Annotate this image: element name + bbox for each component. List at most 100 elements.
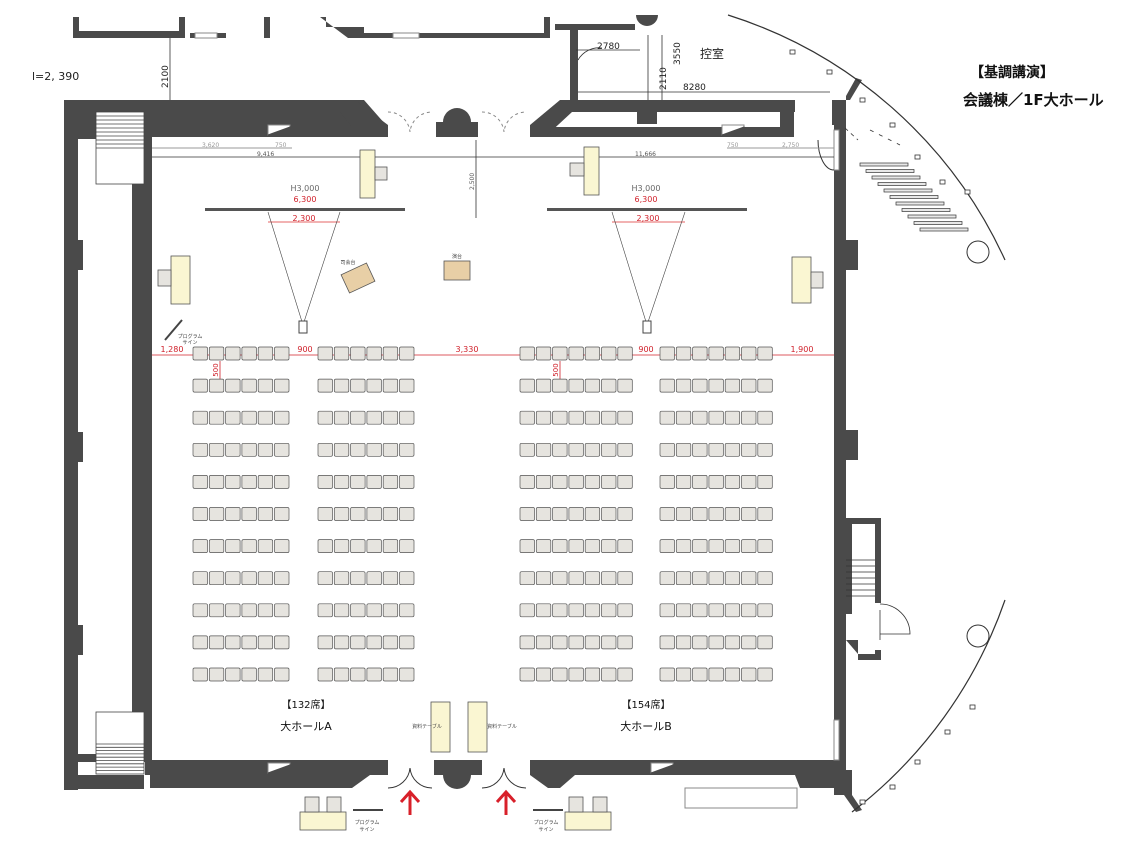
chair (382, 442, 399, 457)
chair (741, 410, 757, 425)
chair (192, 378, 208, 393)
wall-right-bump1 (846, 240, 858, 270)
chair (208, 442, 225, 457)
chair (552, 442, 568, 457)
outer-stair-step (871, 175, 921, 180)
chair (741, 378, 757, 393)
wall-bottom-right (530, 760, 846, 788)
chair-top-right (569, 162, 585, 177)
chair (366, 378, 382, 393)
chair-left (157, 269, 172, 287)
chair (317, 635, 333, 650)
chair (366, 667, 382, 682)
dim-row-gap-right: 1,900 (791, 345, 814, 354)
chair (192, 635, 208, 650)
wall-right-bump2 (846, 430, 858, 460)
chair (552, 539, 568, 553)
chair (519, 603, 535, 618)
wall-left-bump3 (78, 432, 83, 462)
chair (659, 635, 675, 650)
chair (659, 346, 675, 361)
column-outside-2 (966, 624, 990, 648)
chair (399, 603, 415, 618)
chair (617, 346, 633, 361)
chair (675, 410, 692, 425)
dim-row-pitch-a: 500 (212, 363, 220, 376)
chair (552, 571, 568, 586)
chair (225, 635, 241, 650)
chair (535, 507, 552, 521)
program-sign-bottom-left-1: プログラム (355, 819, 380, 826)
chair (399, 667, 415, 682)
chair (568, 475, 584, 489)
chair (317, 571, 333, 586)
chair (692, 507, 708, 521)
chair (257, 475, 274, 489)
chair (350, 378, 366, 393)
wall-bottom-center (434, 758, 482, 775)
outer-stair-step (865, 169, 915, 173)
chair (724, 667, 741, 682)
chair (274, 346, 290, 361)
dim-11666: 11,666 (635, 151, 656, 158)
program-sign-bottom-right-2: サイン (538, 827, 553, 833)
chair (192, 539, 208, 553)
chair (708, 410, 724, 425)
dim-3620: 3,620 (202, 142, 219, 149)
table-left (170, 255, 191, 305)
wall-top-building (73, 17, 635, 100)
chair (399, 571, 415, 586)
chair (708, 507, 724, 521)
chair (257, 346, 274, 361)
chair (741, 539, 757, 553)
chair (757, 346, 773, 361)
chair (659, 571, 675, 586)
program-signs (164, 319, 563, 811)
chair (552, 410, 568, 425)
chair (382, 635, 399, 650)
chair (552, 507, 568, 521)
outer-stair-step (895, 201, 945, 206)
chair (519, 475, 535, 489)
chair (535, 378, 552, 393)
screen-a-inner: 2,300 (293, 214, 316, 223)
doors (387, 111, 835, 789)
chair (724, 507, 741, 521)
chair (333, 539, 350, 553)
wall-top-right-slant (530, 100, 795, 137)
chair (366, 442, 382, 457)
dim-2500: 2,500 (469, 173, 476, 190)
chair (208, 346, 225, 361)
chair (366, 475, 382, 489)
chair (257, 410, 274, 425)
screen-b-width: 6,300 (635, 195, 658, 204)
chair (225, 410, 241, 425)
chair (208, 378, 225, 393)
chair (659, 507, 675, 521)
chair (257, 507, 274, 521)
chair (333, 410, 350, 425)
chair (692, 346, 708, 361)
dim-row-gap-left: 1,280 (161, 345, 184, 354)
chair (675, 507, 692, 521)
material-table-left-label: 資料テーブル (412, 723, 442, 730)
chair (692, 667, 708, 682)
chair (741, 635, 757, 650)
chair (708, 635, 724, 650)
chair (519, 378, 535, 393)
chair (692, 378, 708, 393)
chair (708, 603, 724, 618)
chair (382, 475, 399, 489)
chair (350, 603, 366, 618)
chair (225, 571, 241, 586)
chair (225, 539, 241, 553)
chair (366, 571, 382, 586)
wall-bottom-left-outer (64, 775, 144, 789)
wall-left-bump2 (78, 240, 83, 270)
program-sign-label-2: サイン (182, 340, 197, 346)
chair (601, 475, 617, 489)
chair (601, 539, 617, 553)
chair (333, 378, 350, 393)
chair (333, 603, 350, 618)
chair (241, 410, 257, 425)
